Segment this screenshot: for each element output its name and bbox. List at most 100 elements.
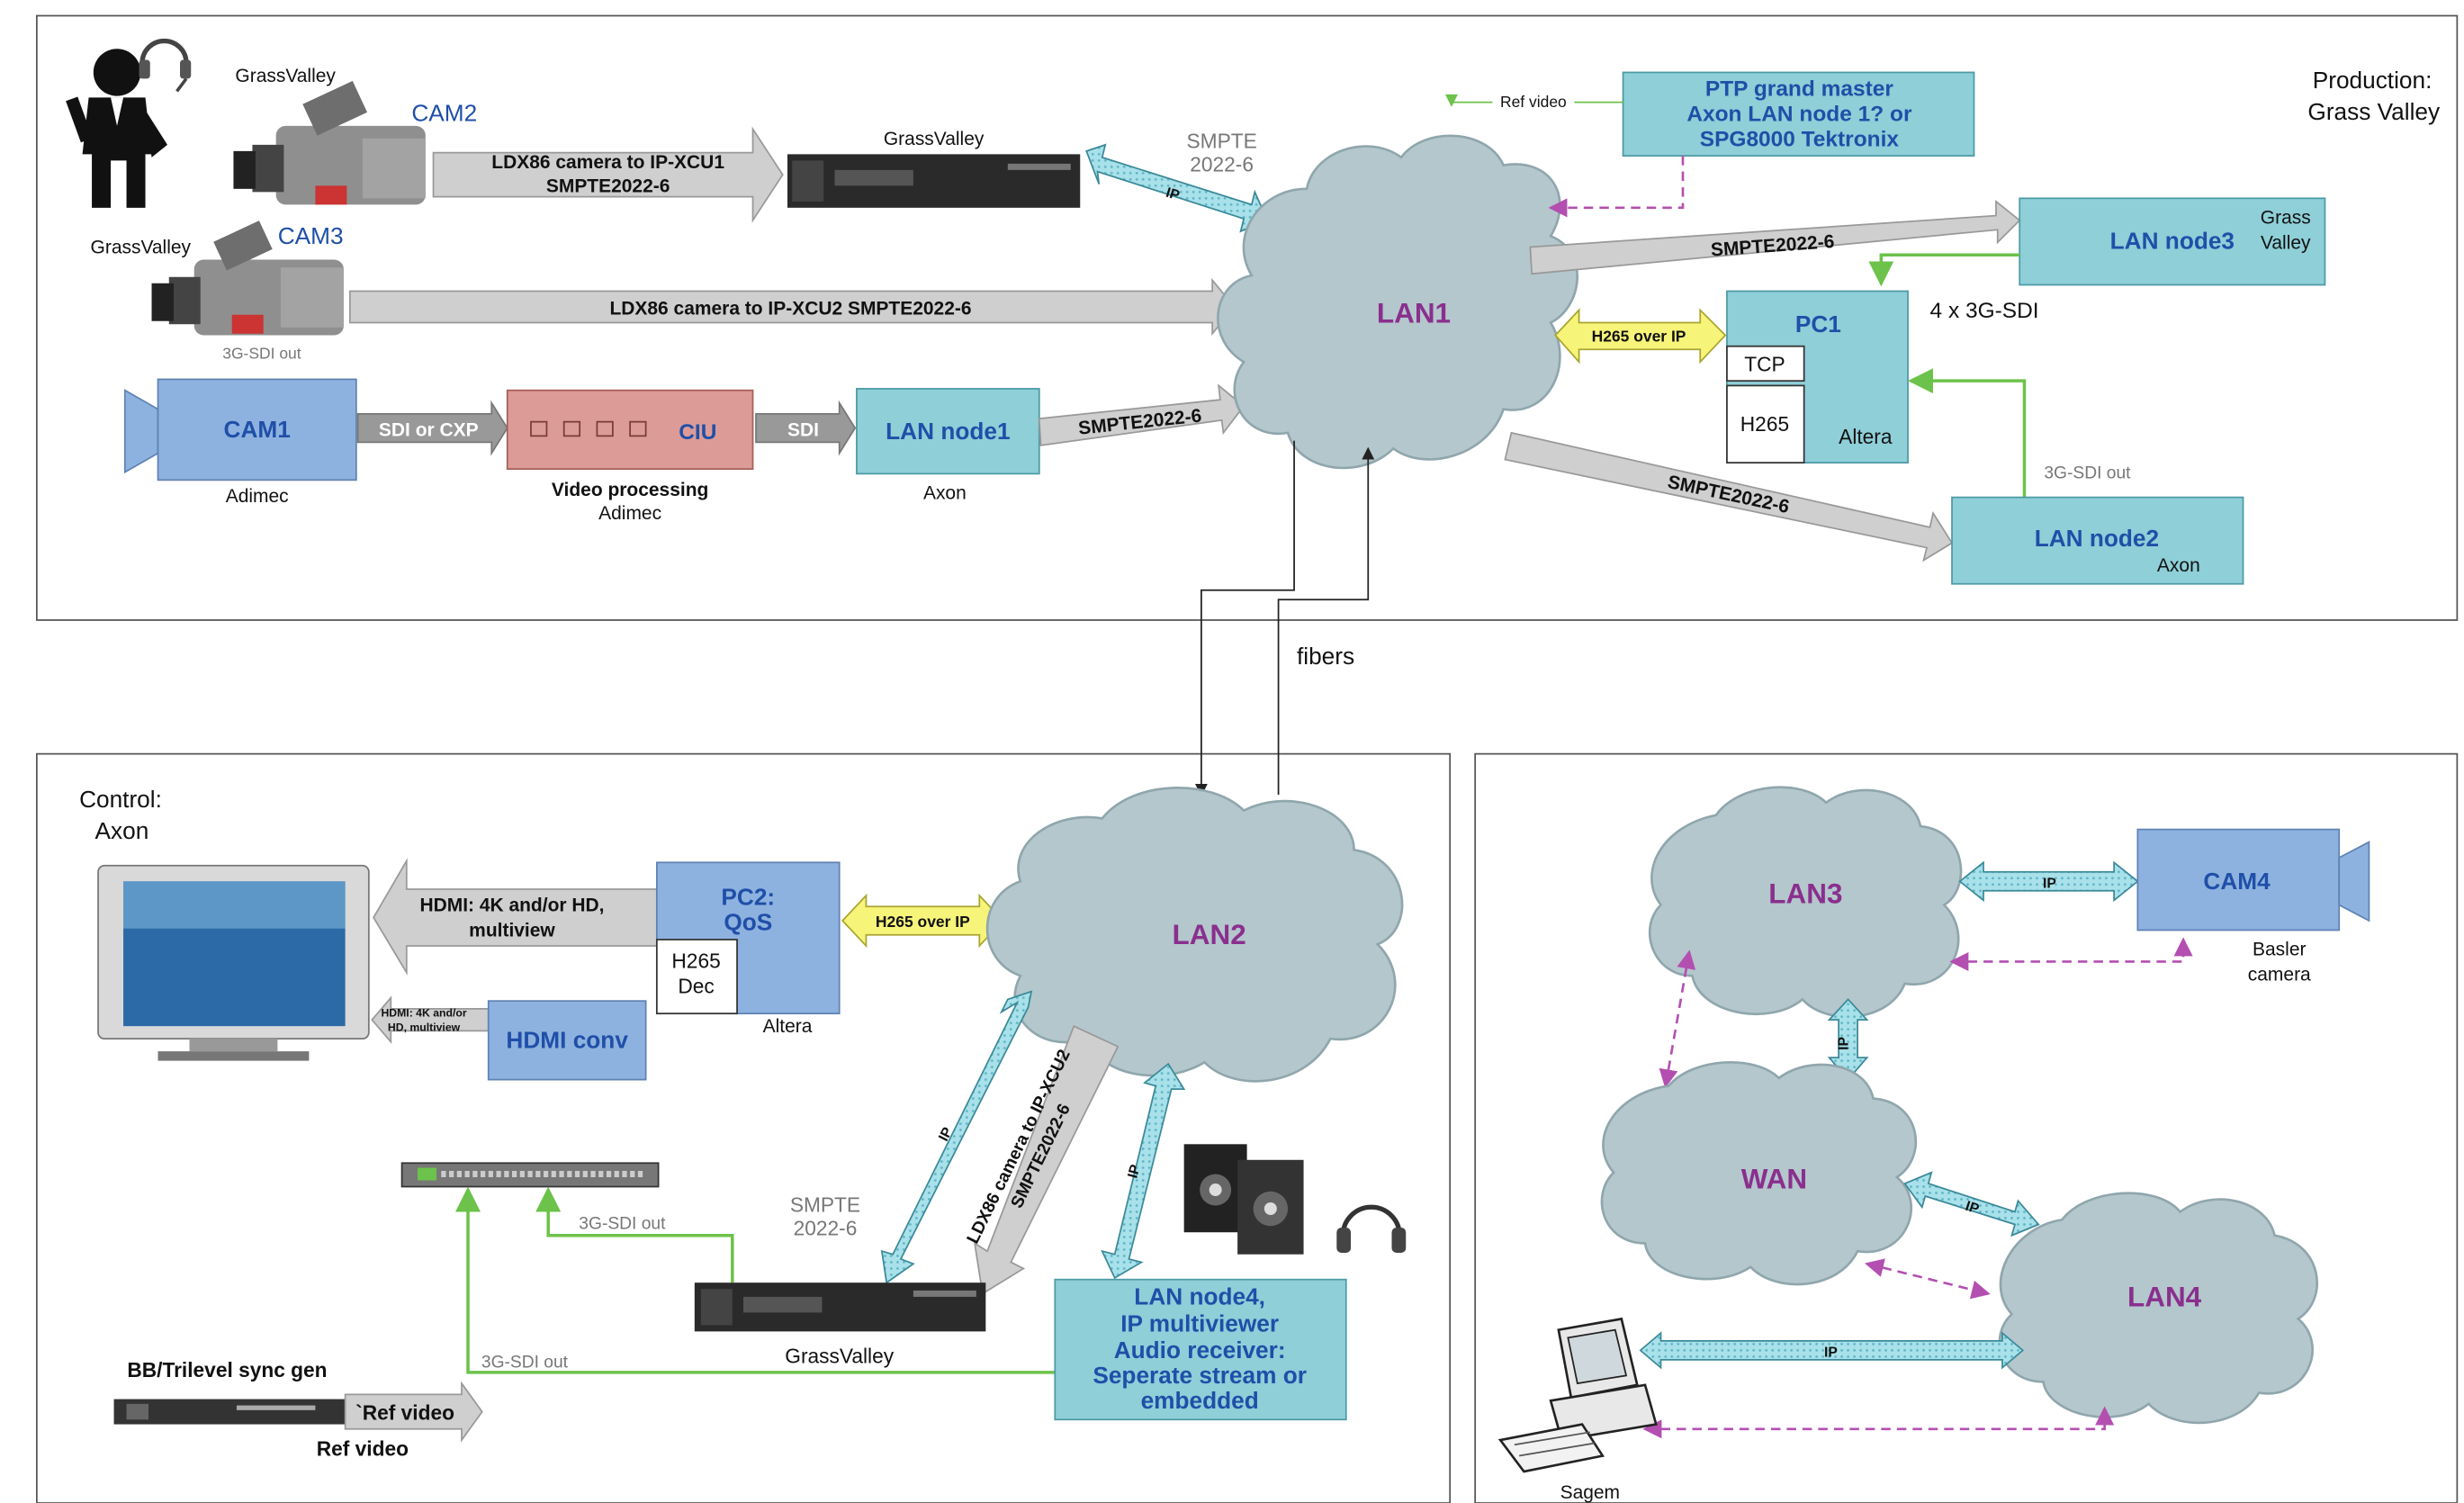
svg-text:Altera: Altera	[1839, 425, 1893, 448]
arrow-hdmi-monitor: HDMI: 4K and/or HD, multiview	[373, 858, 658, 976]
remote-frame	[1474, 752, 2459, 1503]
svg-text:LDX86 camera to IP-XCU2 SMPTE2: LDX86 camera to IP-XCU2 SMPTE2022-6	[609, 299, 971, 320]
dashed-lan3-wan	[1659, 950, 1696, 1089]
svg-text:Seperate stream or: Seperate stream or	[1093, 1362, 1307, 1389]
speakers-icon	[1183, 1144, 1304, 1255]
arrow-node1-lan1: SMPTE2022-6	[1038, 383, 1245, 446]
headphones-icon	[1336, 1204, 1407, 1253]
svg-text:SMPTE2022-6: SMPTE2022-6	[546, 176, 670, 196]
sdi-out-node2: 3G-SDI out	[2044, 464, 2131, 483]
svg-text:Valley: Valley	[2261, 232, 2311, 253]
control-frame	[35, 752, 1452, 1503]
svg-text:PC2:: PC2:	[721, 883, 775, 910]
cam4-vendor-1: Basler	[2253, 939, 2306, 959]
fiber-up	[1277, 446, 1375, 796]
computer-icon	[1497, 1317, 1658, 1473]
xcu1-label: GrassValley	[884, 129, 985, 149]
svg-text:TCP: TCP	[1744, 353, 1785, 376]
green-xcu-router	[535, 1186, 734, 1283]
sync-gen-icon	[113, 1399, 346, 1425]
svg-text:CAM1: CAM1	[224, 416, 291, 443]
svg-text:Grass: Grass	[2261, 207, 2311, 228]
svg-text:IP multiviewer: IP multiviewer	[1120, 1310, 1279, 1336]
lan-node2-box: LAN node2 Axon	[1951, 496, 2244, 585]
svg-text:H265: H265	[1740, 412, 1789, 436]
svg-text:Axon: Axon	[2157, 555, 2200, 576]
svg-text:IP: IP	[1824, 1345, 1838, 1360]
sync-gen-label: BB/Trilevel sync gen	[127, 1358, 327, 1382]
svg-text:LAN node1: LAN node1	[886, 418, 1010, 445]
svg-text:PTP grand master: PTP grand master	[1705, 77, 1893, 102]
svg-text:Dec: Dec	[678, 974, 714, 997]
control-smpte-1: SMPTE	[790, 1192, 860, 1216]
svg-text:HDMI: 4K and/or: HDMI: 4K and/or	[381, 1007, 466, 1020]
svg-text:LAN4: LAN4	[2127, 1281, 2202, 1312]
svg-text:LAN1: LAN1	[1377, 297, 1451, 328]
control-label-2: Axon	[95, 817, 149, 844]
svg-text:SDI: SDI	[787, 419, 819, 440]
pc2-box: PC2: QoS H265 Dec	[655, 861, 841, 1015]
production-label-1: Production:	[2313, 67, 2433, 94]
arrow-lan1-node3: SMPTE2022-6	[1529, 200, 2021, 275]
lan2-cloud: LAN2	[985, 787, 1404, 1083]
lan-node1-vendor: Axon	[923, 482, 967, 503]
svg-text:H265 over IP: H265 over IP	[1592, 327, 1686, 345]
dashed-wan-lan4	[1865, 1258, 1991, 1300]
router-icon	[400, 1162, 660, 1188]
fibers-label: fibers	[1297, 643, 1354, 670]
ip-arrow-lan3-cam4: IP	[1958, 860, 2139, 903]
control-xcu-rack-icon	[694, 1282, 986, 1332]
smpte-label-2: 2022-6	[1190, 153, 1254, 176]
arrow-sdi-cxp: SDI or CXP	[356, 400, 508, 456]
ptp-grand-master-box: PTP grand master Axon LAN node 1? or SPG…	[1622, 71, 1975, 157]
h265-arrow-lan1-pc1: H265 over IP	[1554, 308, 1727, 364]
svg-text:Ref video: Ref video	[1500, 93, 1567, 111]
cam3-label: CAM3	[278, 222, 344, 249]
svg-text:IP: IP	[1964, 1199, 1981, 1218]
smpte-label-1: SMPTE	[1187, 129, 1257, 152]
cam1-vendor: Adimec	[226, 486, 289, 507]
ip-arrow-lan2-node4: IP	[1101, 1062, 1186, 1280]
arrow-cam2-xcu1: LDX86 camera to IP-XCU1 SMPTE2022-6	[432, 126, 784, 223]
dashed-lan3-cam4	[1949, 937, 2193, 971]
svg-text:LAN node2: LAN node2	[2035, 525, 2159, 552]
svg-text:LAN node4,: LAN node4,	[1134, 1283, 1265, 1310]
video-processing-vendor: Adimec	[598, 503, 661, 524]
svg-text:CAM4: CAM4	[2203, 868, 2271, 895]
svg-text:CIU: CIU	[679, 420, 716, 445]
sdi-out-gen: 3G-SDI out	[481, 1354, 569, 1372]
control-xcu-label: GrassValley	[785, 1344, 894, 1367]
svg-text:Axon LAN node 1? or: Axon LAN node 1? or	[1686, 103, 1912, 127]
sdi-4x-label: 4 x 3G-SDI	[1930, 299, 2039, 323]
arrow-cam3-lan1: LDX86 camera to IP-XCU2 SMPTE2022-6	[348, 277, 1236, 337]
dashed-pc-lan4	[1642, 1406, 2115, 1439]
svg-text:SMPTE2022-6: SMPTE2022-6	[1666, 472, 1791, 518]
monitor-icon	[97, 864, 370, 1061]
h265-arrow-pc2-lan2: H265 over IP	[841, 893, 1004, 949]
pc2-altera: Altera	[763, 1016, 813, 1037]
cam3-vendor: GrassValley	[91, 238, 192, 258]
lan3-cloud: LAN3	[1648, 786, 1963, 1018]
control-smpte-2: 2022-6	[794, 1217, 858, 1240]
sagem-label: Sagem	[1560, 1482, 1620, 1503]
svg-text:WAN: WAN	[1741, 1163, 1807, 1194]
ref-video-label: Ref video	[317, 1437, 409, 1461]
video-processing: Video processing	[552, 480, 708, 500]
cam3-camera-icon	[151, 220, 344, 336]
wan-cloud: WAN	[1600, 1061, 1918, 1286]
cam4-box: CAM4	[2136, 828, 2370, 932]
arrow-sdi: SDI	[755, 400, 857, 456]
arrow-ref-video: `Ref video	[344, 1381, 483, 1443]
hdmi-conv-box: HDMI conv	[487, 1000, 647, 1081]
lan-node3-box: LAN node3 Grass Valley	[2019, 197, 2326, 286]
cam4-vendor-2: camera	[2248, 964, 2311, 985]
pc1-box: PC1 TCP H265 Altera	[1726, 290, 1909, 464]
sdi-out-router: 3G-SDI out	[579, 1215, 666, 1234]
cam1-box: CAM1	[123, 378, 357, 482]
svg-text:Audio receiver:: Audio receiver:	[1114, 1336, 1286, 1364]
svg-text:IP: IP	[2043, 876, 2056, 891]
green-node3-pc1	[1868, 253, 2020, 287]
production-label-2: Grass Valley	[2307, 98, 2441, 125]
